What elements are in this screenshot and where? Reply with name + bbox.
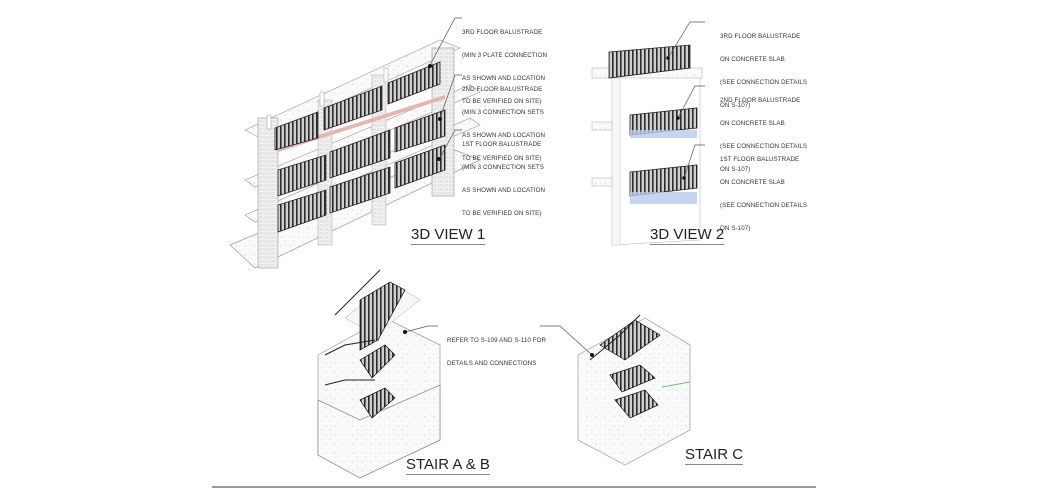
bottom-divider-line — [212, 486, 816, 488]
note-line: 3RD FLOOR BALUSTRADE — [720, 33, 801, 41]
stair-c-drawing — [540, 314, 691, 466]
note-view2-1st-floor: 1ST FLOOR BALUSTRADE ON CONCRETE SLAB (S… — [720, 141, 807, 240]
note-line: (SEE CONNECTION DETAILS — [720, 78, 808, 86]
note-line: 2ND FLOOR BALUSTRADE — [462, 86, 543, 94]
note-line: (MIN 3 CONNECTION SETS — [462, 163, 544, 171]
note-line: 1ST FLOOR BALUSTRADE — [462, 141, 542, 149]
note-line: 1ST FLOOR BALUSTRADE — [720, 156, 800, 164]
view-title-3d-view-1: 3D VIEW 1 — [411, 226, 486, 245]
note-line: ON S-107) — [720, 224, 751, 232]
note-line: ON CONCRETE SLAB — [720, 55, 785, 63]
note-line: (MIN 3 PLATE CONNECTION — [462, 51, 548, 59]
note-line: ON S-107) — [720, 165, 751, 173]
stair-a-b-drawing — [317, 269, 441, 479]
note-line: ON S-107) — [720, 101, 751, 109]
note-view2-2nd-floor: 2ND FLOOR BALUSTRADE ON CONCRETE SLAB (S… — [720, 82, 807, 181]
note-line: AS SHOWN AND LOCATION — [462, 74, 546, 82]
view-title-3d-view-2: 3D VIEW 2 — [650, 226, 725, 245]
note-view1-1st-floor: 1ST FLOOR BALUSTRADE (MIN 3 CONNECTION S… — [462, 126, 545, 225]
note-stair-reference: REFER TO S-109 AND S-110 FOR DETAILS AND… — [447, 322, 546, 375]
note-line: DETAILS AND CONNECTIONS — [447, 359, 537, 367]
note-line: (SEE CONNECTION DETAILS — [720, 142, 808, 150]
note-line: (SEE CONNECTION DETAILS — [720, 201, 808, 209]
3d-view-2-drawing — [591, 21, 705, 246]
note-view2-3rd-floor: 3RD FLOOR BALUSTRADE ON CONCRETE SLAB (S… — [720, 18, 807, 117]
note-line: TO BE VERIFIED ON SITE) — [462, 97, 542, 105]
note-line: ON CONCRETE SLAB — [720, 119, 785, 127]
note-line: (MIN 3 CONNECTION SETS — [462, 108, 544, 116]
note-line: ON CONCRETE SLAB — [720, 178, 785, 186]
note-line: AS SHOWN AND LOCATION — [462, 186, 546, 194]
note-view1-2nd-floor: 2ND FLOOR BALUSTRADE (MIN 3 CONNECTION S… — [462, 71, 545, 170]
note-line: TO BE VERIFIED ON SITE) — [462, 209, 542, 217]
view-title-stair-c: STAIR C — [685, 446, 744, 465]
note-line: 3RD FLOOR BALUSTRADE — [462, 29, 543, 37]
view-title-stair-a-b: STAIR A & B — [406, 456, 490, 475]
note-view1-3rd-floor: 3RD FLOOR BALUSTRADE (MIN 3 PLATE CONNEC… — [462, 14, 547, 113]
note-line: 2ND FLOOR BALUSTRADE — [720, 97, 801, 105]
note-line: REFER TO S-109 AND S-110 FOR — [447, 337, 547, 345]
note-line: AS SHOWN AND LOCATION — [462, 131, 546, 139]
note-line: TO BE VERIFIED ON SITE) — [462, 154, 542, 162]
3d-view-1-drawing — [229, 17, 481, 269]
